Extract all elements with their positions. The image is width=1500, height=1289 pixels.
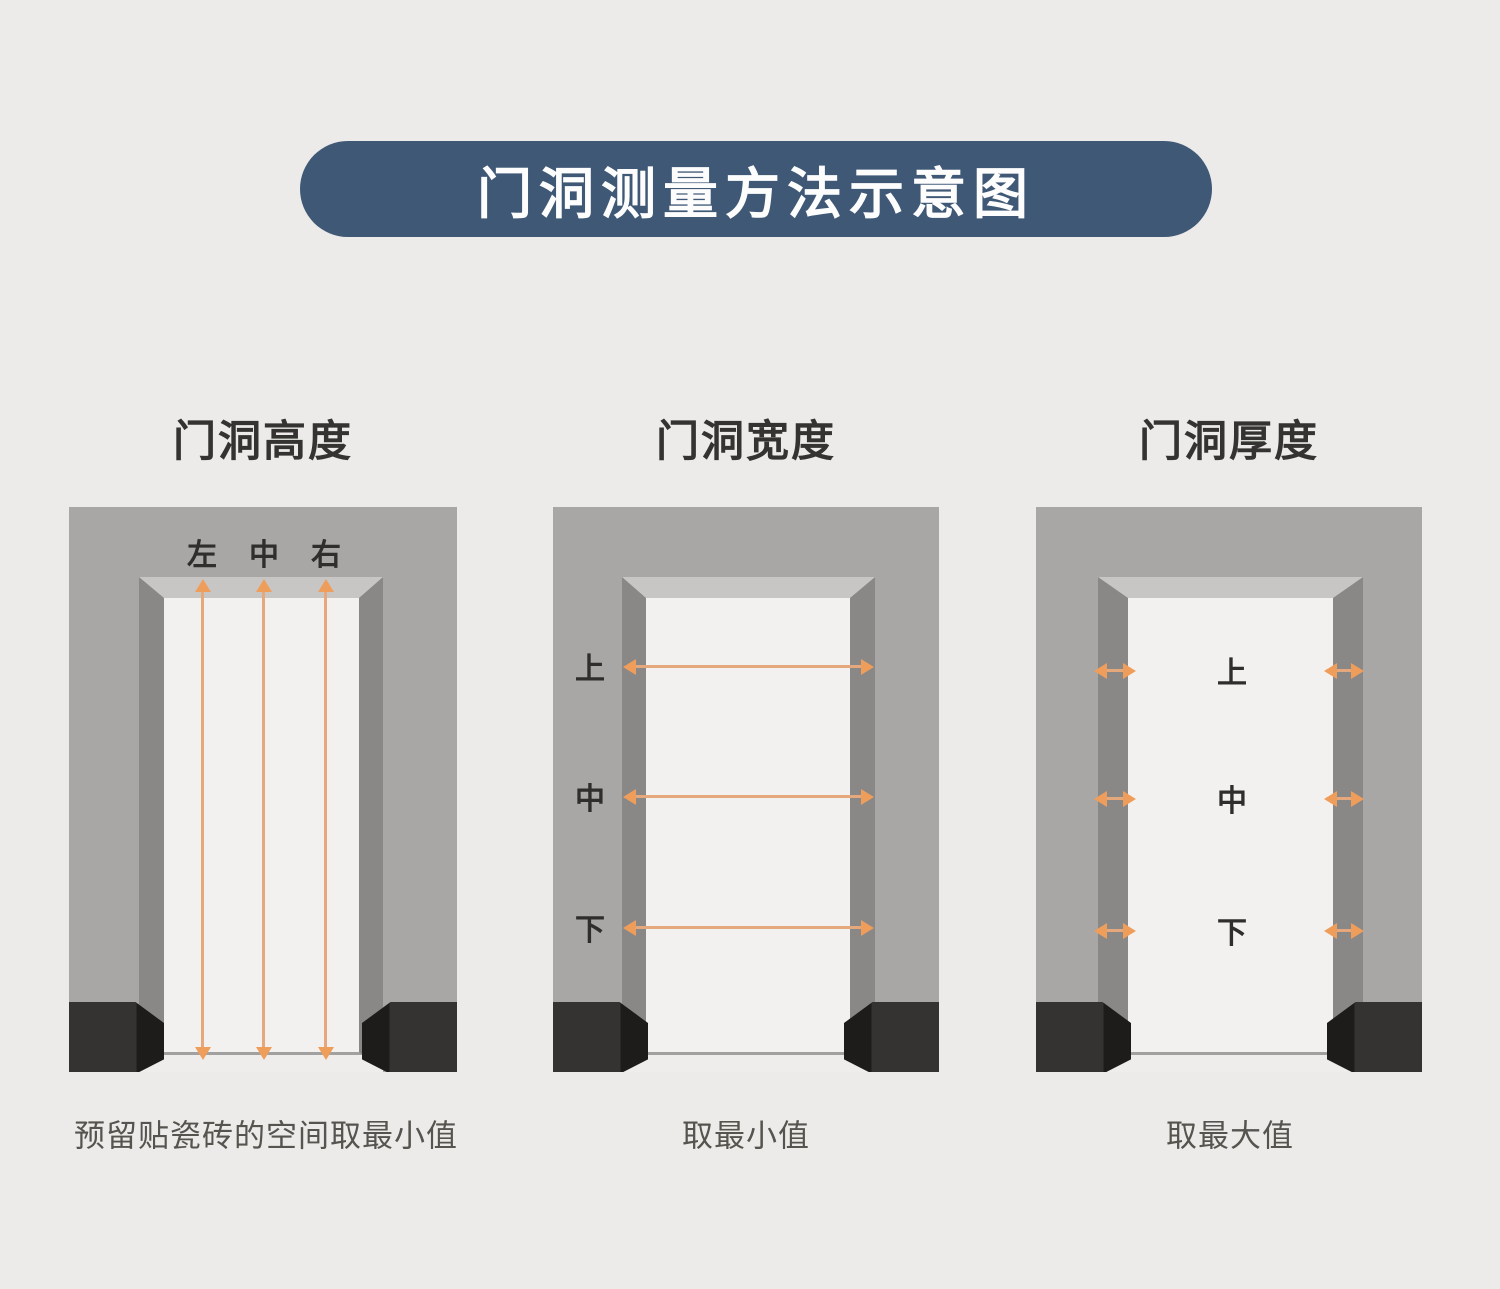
baseboard-left: [1036, 1002, 1131, 1072]
measure-label-bottom: 下: [1217, 917, 1247, 950]
horizontal-measure-arrow-top: [636, 665, 861, 668]
baseboard-right: [1327, 1002, 1422, 1072]
baseboard-left: [553, 1002, 648, 1072]
door-sill: [1098, 1052, 1363, 1072]
measure-label-bottom: 下: [575, 914, 605, 947]
measure-label-left: 左: [187, 539, 217, 572]
door-opening: [622, 577, 875, 1072]
panel-caption-thickness: 取最大值: [1166, 1118, 1294, 1154]
title-banner: 门洞测量方法示意图: [300, 141, 1212, 237]
thickness-arrow-top-right: [1337, 669, 1351, 672]
panel-title-width: 门洞宽度: [656, 418, 836, 466]
door-wall-thickness: 上 中 下: [1036, 507, 1422, 1072]
door-opening: [1098, 577, 1363, 1072]
panel-caption-width: 取最小值: [682, 1118, 810, 1154]
horizontal-measure-arrow-middle: [636, 795, 861, 798]
door-opening: [139, 577, 383, 1072]
measure-label-top: 上: [575, 653, 605, 686]
page-title: 门洞测量方法示意图: [476, 163, 1035, 225]
vertical-measure-arrow-center: [262, 592, 265, 1047]
thickness-arrow-middle-left: [1107, 797, 1123, 800]
door-sill: [622, 1052, 875, 1072]
measure-label-middle: 中: [1217, 785, 1247, 818]
measure-label-middle: 中: [575, 783, 605, 816]
thickness-arrow-middle-right: [1337, 797, 1351, 800]
thickness-arrow-bottom-left: [1107, 929, 1123, 932]
measure-label-top: 上: [1217, 657, 1247, 690]
horizontal-measure-arrow-bottom: [636, 926, 861, 929]
baseboard-left: [69, 1002, 164, 1072]
measure-label-right: 右: [311, 539, 341, 572]
measure-label-center: 中: [249, 539, 279, 572]
baseboard-right: [844, 1002, 939, 1072]
door-wall-width: 上 中 下: [553, 507, 939, 1072]
panel-title-height: 门洞高度: [173, 418, 353, 466]
panel-title-thickness: 门洞厚度: [1139, 418, 1319, 466]
baseboard-right: [362, 1002, 457, 1072]
vertical-measure-arrow-right: [324, 592, 327, 1047]
vertical-measure-arrow-left: [201, 592, 204, 1047]
thickness-arrow-top-left: [1107, 669, 1123, 672]
thickness-arrow-bottom-right: [1337, 929, 1351, 932]
door-wall-height: 左 中 右: [69, 507, 457, 1072]
panel-caption-height: 预留贴瓷砖的空间取最小值: [74, 1118, 458, 1154]
